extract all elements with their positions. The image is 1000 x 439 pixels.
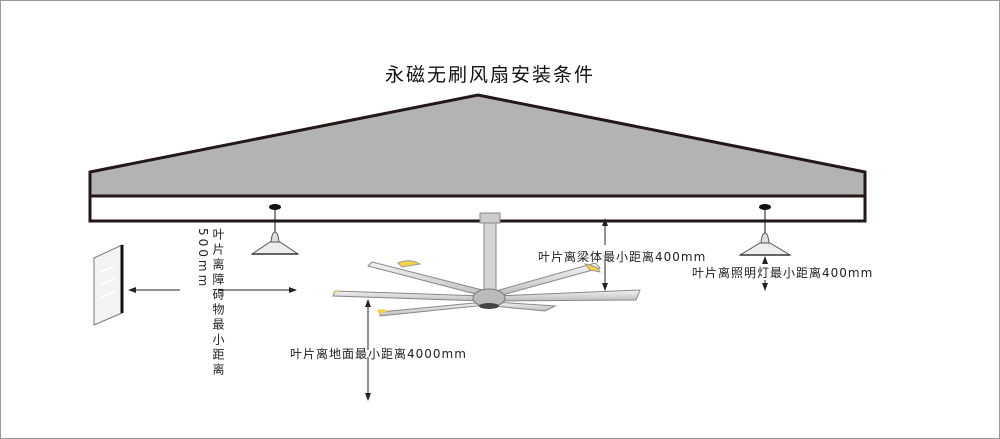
pendant-light-right <box>738 204 792 256</box>
diagram-title: 永磁无刷风扇安装条件 <box>384 64 595 86</box>
ceiling-fan <box>332 212 641 317</box>
beam-distance-label: 叶片离梁体最小距离400mm <box>538 250 707 264</box>
roof <box>88 93 867 198</box>
light-distance-label: 叶片离照明灯最小距离400mm <box>692 266 874 280</box>
obstacle-distance-label: 叶片离障碍物最小距离500mm <box>196 228 225 378</box>
wall-obstacle <box>93 244 124 326</box>
pendant-light-left <box>250 204 300 255</box>
ceiling-beam <box>88 194 867 223</box>
ground-distance-label: 叶片离地面最小距离4000mm <box>290 347 467 361</box>
